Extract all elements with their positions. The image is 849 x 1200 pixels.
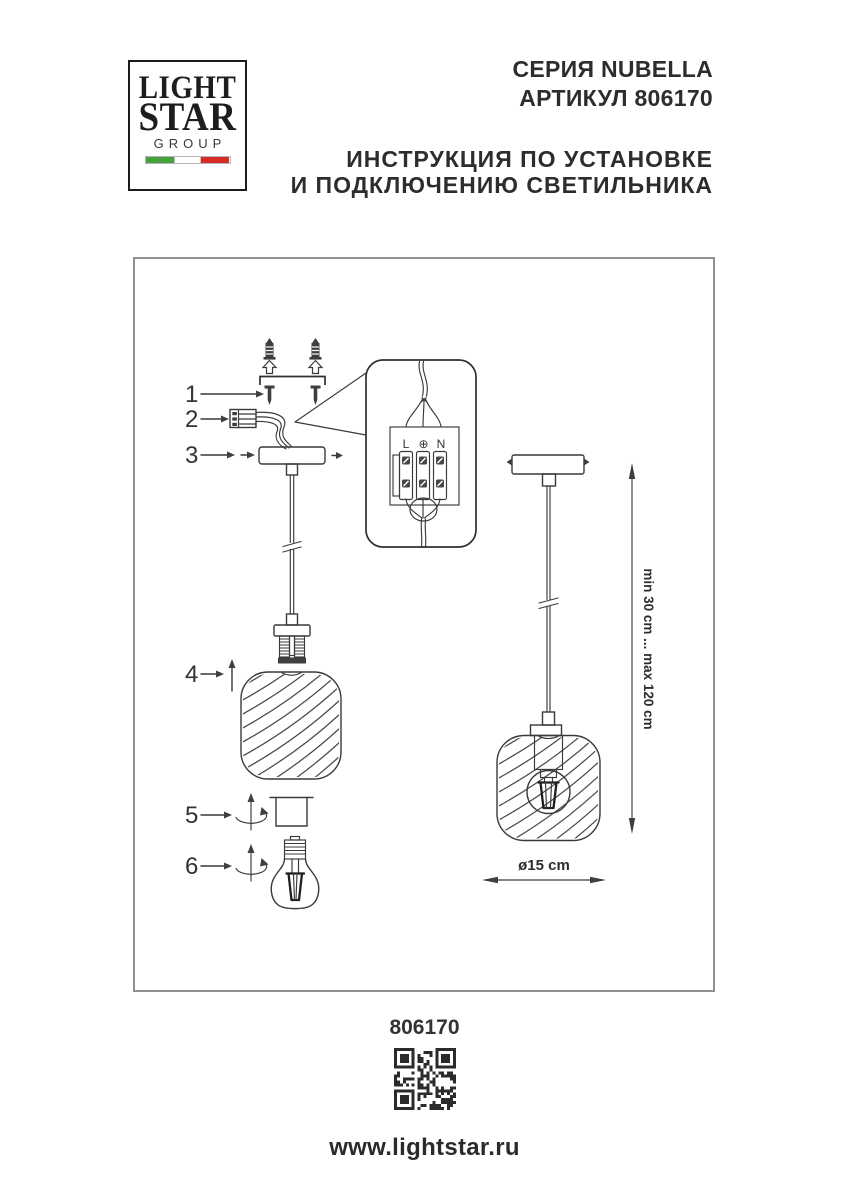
wall-anchor-icon bbox=[307, 338, 324, 375]
light-bulb-icon bbox=[270, 835, 320, 910]
instruction-line-1: ИНСТРУКЦИЯ ПО УСТАНОВКЕ bbox=[346, 146, 713, 172]
screw-icon bbox=[310, 385, 321, 405]
screw-icon bbox=[264, 385, 275, 405]
wiring-callout: L ⊕ N bbox=[365, 359, 477, 548]
terminal-earth-symbol: ⊕ bbox=[418, 437, 428, 451]
footer-article-number: 806170 bbox=[389, 1016, 460, 1039]
part-label-4: 4 bbox=[185, 659, 236, 692]
part-label-2: 2 bbox=[185, 406, 229, 433]
terminal-screws bbox=[402, 456, 444, 488]
part-label-5: 5 bbox=[185, 802, 232, 829]
assembled-lamp bbox=[496, 454, 601, 842]
rotation-arrow-icon bbox=[235, 844, 269, 882]
mounting-bracket bbox=[259, 375, 326, 385]
supply-wires bbox=[255, 411, 293, 450]
lamp-socket bbox=[273, 613, 311, 664]
callout-pointer bbox=[294, 372, 367, 436]
diameter-dimension-label: ø15 cm bbox=[518, 857, 570, 874]
series-title: СЕРИЯ NUBELLA bbox=[512, 56, 713, 82]
instruction-line-2: И ПОДКЛЮЧЕНИЮ СВЕТИЛЬНИКА bbox=[290, 172, 713, 198]
qr-code-svg bbox=[394, 1048, 456, 1110]
flag-red-stripe bbox=[200, 157, 230, 163]
svg-text:5: 5 bbox=[185, 802, 198, 829]
part-label-1: 1 bbox=[185, 381, 264, 408]
svg-text:4: 4 bbox=[185, 661, 198, 688]
italian-flag bbox=[144, 156, 231, 164]
qr-code bbox=[394, 1048, 456, 1110]
installation-diagram: 1 2 3 4 bbox=[133, 257, 715, 992]
flag-green-stripe bbox=[145, 157, 175, 163]
diagram-svg: 1 2 3 4 bbox=[185, 338, 656, 910]
part-label-6: 6 bbox=[185, 853, 232, 880]
terminal-label-l: L bbox=[403, 437, 410, 451]
logo-word-light: LIGHT bbox=[138, 70, 237, 106]
ceiling-canopy bbox=[258, 446, 343, 476]
svg-text:6: 6 bbox=[185, 853, 198, 880]
diameter-dimension: ø15 cm bbox=[482, 857, 606, 884]
instruction-title: ИНСТРУКЦИЯ ПО УСТАНОВКЕ И ПОДКЛЮЧЕНИЮ СВ… bbox=[291, 146, 713, 198]
svg-text:2: 2 bbox=[185, 406, 198, 433]
terminal-connector-block bbox=[229, 408, 257, 429]
lightstar-logo: LIGHT STAR GROUP bbox=[128, 60, 247, 191]
svg-text:1: 1 bbox=[185, 381, 198, 408]
website-url: www.lightstar.ru bbox=[329, 1134, 520, 1161]
glass-shade bbox=[240, 671, 342, 780]
suspension-cable bbox=[282, 474, 302, 615]
height-dimension-label: min 30 cm ... max 120 cm bbox=[641, 568, 656, 729]
wall-anchor-icon bbox=[261, 338, 278, 375]
retaining-ring bbox=[269, 796, 314, 827]
part-label-3: 3 bbox=[185, 442, 255, 469]
flag-white-stripe bbox=[174, 157, 201, 163]
rotation-arrow-icon bbox=[235, 793, 269, 831]
article-title: АРТИКУЛ 806170 bbox=[519, 85, 713, 111]
height-dimension: min 30 cm ... max 120 cm bbox=[628, 463, 656, 834]
svg-text:3: 3 bbox=[185, 442, 198, 469]
header: СЕРИЯ NUBELLA АРТИКУЛ 806170 bbox=[512, 55, 713, 113]
logo-word-group: GROUP bbox=[153, 136, 227, 151]
logo-word-star: STAR bbox=[138, 95, 237, 140]
terminal-label-n: N bbox=[437, 437, 446, 451]
